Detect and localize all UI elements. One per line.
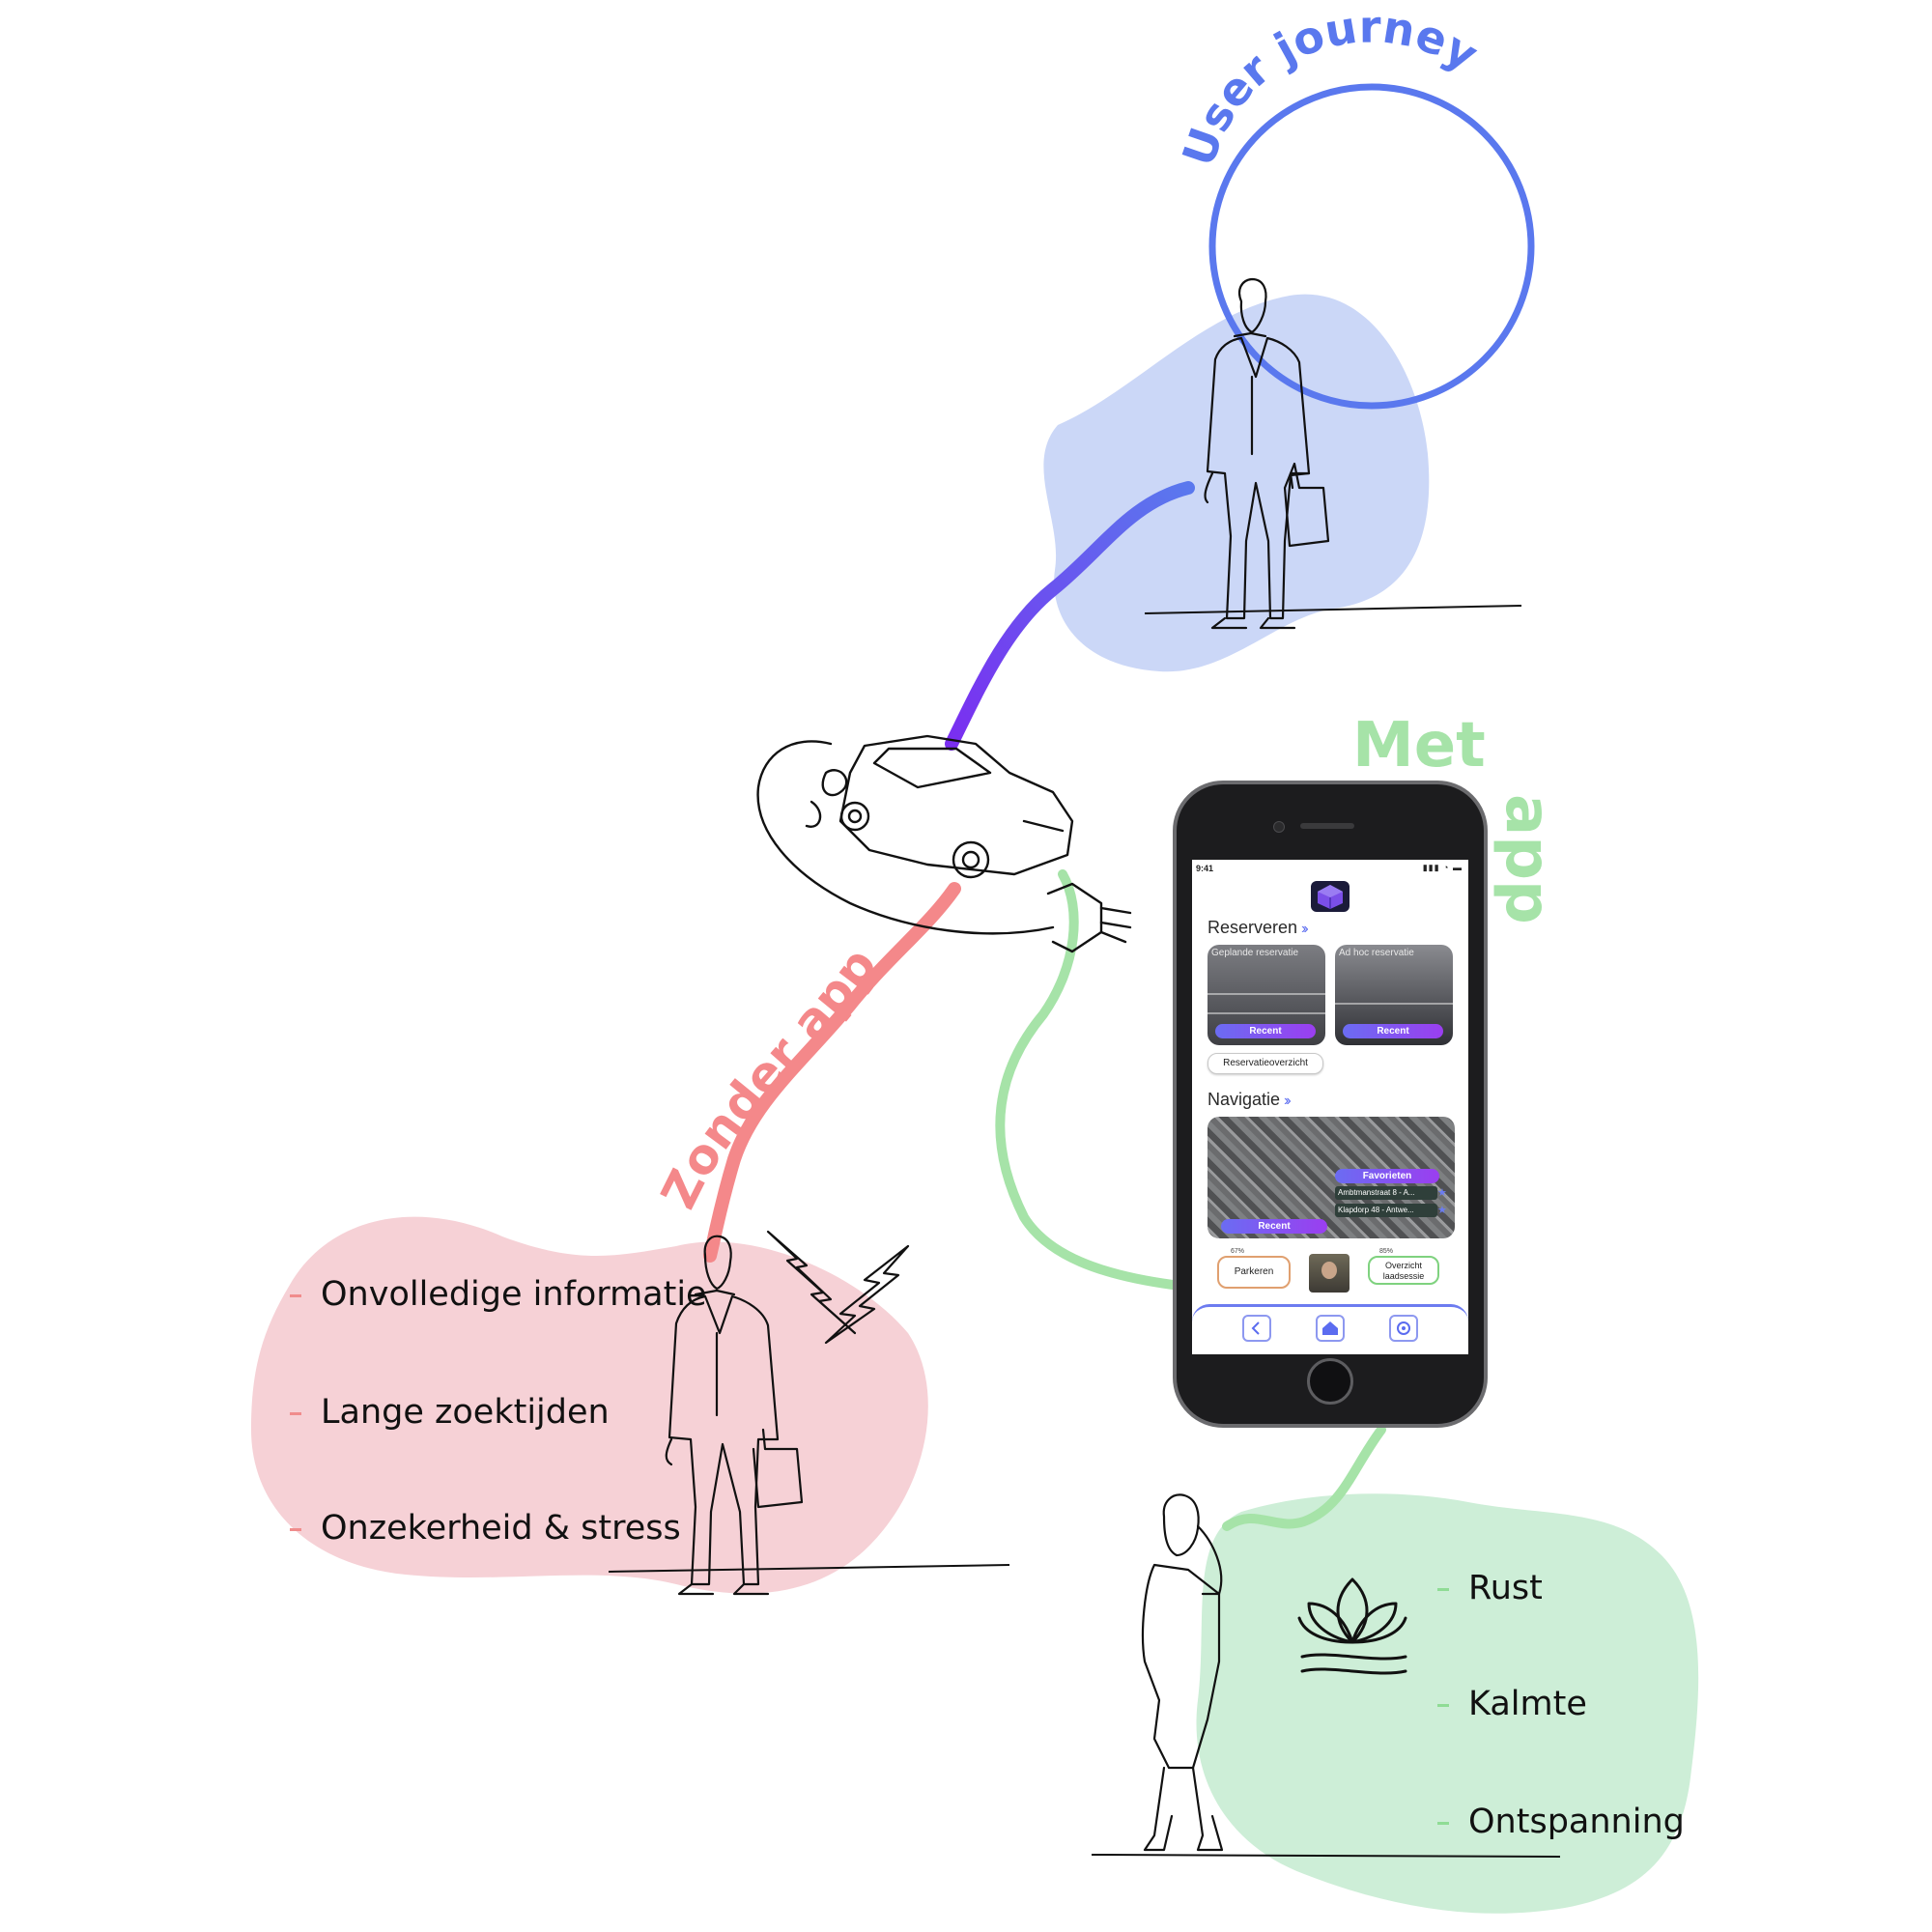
- lotus-icon: [1297, 1577, 1407, 1675]
- overview-label-line: Overzicht: [1384, 1261, 1422, 1270]
- home-icon: [1322, 1321, 1338, 1335]
- favorite-address[interactable]: Ambtmanstraat 8 - A...: [1335, 1186, 1437, 1200]
- stress-lightning-icon: [766, 1230, 910, 1345]
- parking-stripe: [1335, 1003, 1453, 1005]
- businessman-figure-top: [1204, 277, 1330, 630]
- chevron-left-icon: [1251, 1321, 1260, 1335]
- pain-point-item: Onvolledige informatie: [290, 1275, 707, 1314]
- woman-figure-relaxed: [1141, 1493, 1224, 1852]
- pain-point-text: Onvolledige informatie: [321, 1275, 707, 1314]
- reservation-overview-button[interactable]: Reservatieoverzicht: [1208, 1053, 1323, 1074]
- start-blob: [1043, 294, 1430, 672]
- app-logo-icon: [1318, 885, 1343, 909]
- without-app-label: Zonder app: [650, 937, 888, 1217]
- app-logo: [1311, 881, 1350, 912]
- star-icon[interactable]: ★: [1437, 1205, 1447, 1216]
- pain-bullet: [290, 1293, 301, 1297]
- without-app-path: [703, 882, 961, 1263]
- pain-point-text: Onzekerheid & stress: [321, 1509, 681, 1548]
- pain-point-text: Lange zoektijden: [321, 1393, 610, 1432]
- benefit-text: Kalmte: [1468, 1685, 1587, 1723]
- benefit-text: Ontspanning: [1468, 1803, 1685, 1841]
- favorites-button[interactable]: Favorieten: [1335, 1169, 1439, 1183]
- status-icons: ▮▮▮ ◔ ▬: [1422, 863, 1463, 872]
- settings-button[interactable]: [1389, 1315, 1418, 1342]
- reserveren-heading[interactable]: Reserveren››: [1208, 918, 1308, 938]
- benefit-item: Rust: [1437, 1569, 1543, 1607]
- pain-point-item: Lange zoektijden: [290, 1393, 610, 1432]
- double-chevron-right-icon: ››: [1284, 1093, 1291, 1109]
- favorite-address[interactable]: Klapdorp 48 - Antwe...: [1335, 1204, 1437, 1217]
- front-camera: [1273, 821, 1285, 833]
- parkeren-percentage: 67%: [1231, 1248, 1245, 1255]
- parking-stripe: [1208, 993, 1325, 995]
- adhoc-reservation-card[interactable]: Ad hoc reservatie Recent: [1335, 945, 1453, 1045]
- journey-title: User journey: [1172, 0, 1487, 172]
- navigatie-title: Navigatie: [1208, 1090, 1281, 1109]
- home-button[interactable]: [1316, 1315, 1345, 1342]
- benefit-item: Kalmte: [1437, 1685, 1587, 1723]
- phone-mockup: 9:41 ▮▮▮ ◔ ▬ Reserveren›› Geplande reser…: [1173, 781, 1488, 1428]
- pain-point-item: Onzekerheid & stress: [290, 1509, 681, 1548]
- back-button[interactable]: [1242, 1315, 1271, 1342]
- pain-bullet: [290, 1411, 301, 1415]
- benefit-bullet: [1437, 1821, 1449, 1825]
- parkeren-button[interactable]: Parkeren: [1217, 1256, 1291, 1289]
- journey-circle: [1208, 83, 1535, 410]
- businessman-figure-stressed: [665, 1235, 804, 1596]
- benefit-bullet: [1437, 1587, 1449, 1591]
- recent-button[interactable]: Recent: [1221, 1219, 1327, 1234]
- parking-stripe: [1208, 1012, 1325, 1014]
- navigation-map-card[interactable]: Recent Favorieten Ambtmanstraat 8 - A...…: [1208, 1117, 1455, 1238]
- phone-home-button[interactable]: [1307, 1358, 1353, 1405]
- ground-line-top: [1144, 605, 1522, 614]
- ground-line-middle: [608, 1564, 1010, 1573]
- double-chevron-right-icon: ››: [1301, 921, 1308, 937]
- app-screen: 9:41 ▮▮▮ ◔ ▬ Reserveren›› Geplande reser…: [1192, 860, 1468, 1354]
- recent-button[interactable]: Recent: [1343, 1024, 1443, 1038]
- reserveren-title: Reserveren: [1208, 918, 1298, 937]
- bottom-tab-bar: [1192, 1304, 1468, 1354]
- benefit-bullet: [1437, 1703, 1449, 1707]
- planned-reservation-card[interactable]: Geplande reservatie Recent: [1208, 945, 1325, 1045]
- user-avatar[interactable]: [1309, 1254, 1350, 1293]
- with-app-label-app: app: [1492, 794, 1563, 924]
- charging-overview-button[interactable]: Overzicht laadsessie: [1368, 1256, 1439, 1285]
- benefit-item: Ontspanning: [1437, 1803, 1685, 1841]
- benefit-text: Rust: [1468, 1569, 1543, 1607]
- with-app-path-lower: [1222, 1425, 1386, 1531]
- electric-car-illustration: [756, 734, 1132, 953]
- gear-icon: [1397, 1321, 1410, 1335]
- overview-label-line: laadsessie: [1382, 1271, 1425, 1281]
- status-time: 9:41: [1196, 864, 1214, 873]
- pain-bullet: [290, 1527, 301, 1531]
- card-label: Ad hoc reservatie: [1339, 948, 1414, 958]
- avatar-face: [1321, 1262, 1337, 1279]
- earpiece: [1300, 823, 1354, 829]
- card-label: Geplande reservatie: [1211, 948, 1299, 958]
- top-path: [945, 481, 1195, 751]
- overview-percentage: 85%: [1379, 1248, 1394, 1255]
- ground-line-bottom: [1091, 1854, 1561, 1858]
- navigatie-heading[interactable]: Navigatie››: [1208, 1090, 1291, 1110]
- recent-button[interactable]: Recent: [1215, 1024, 1316, 1038]
- star-icon[interactable]: ★: [1437, 1187, 1447, 1199]
- with-app-label-met: Met: [1352, 710, 1486, 781]
- with-app-path: [995, 869, 1178, 1290]
